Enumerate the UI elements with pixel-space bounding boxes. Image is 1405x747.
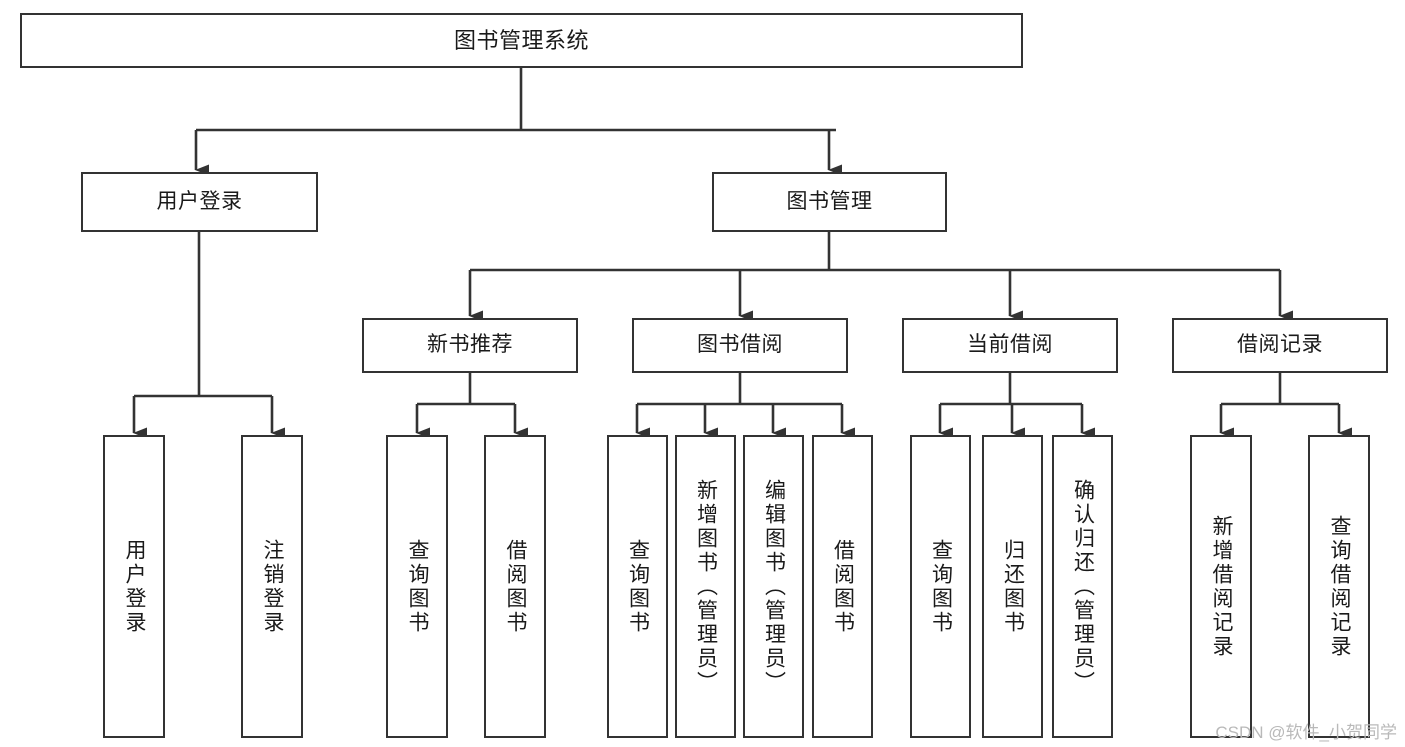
leaf-edit-book-admin-label: 编辑图书（管理员）: [762, 478, 786, 695]
leaf-return-book-label: 归还图书: [1001, 538, 1025, 635]
leaf-add-borrow-record-label: 新增借阅记录: [1210, 514, 1234, 659]
node-book-management-label: 图书管理: [786, 189, 873, 213]
node-root-label: 图书管理系统: [453, 27, 589, 53]
node-book-borrow-label: 图书借阅: [697, 333, 783, 357]
leaf-add-book-admin[interactable]: 新增图书（管理员）: [675, 435, 736, 738]
leaf-user-login[interactable]: 用户登录: [103, 435, 165, 738]
watermark-text: CSDN @软件_小贺同学: [1215, 723, 1397, 742]
node-current-borrow[interactable]: 当前借阅: [902, 318, 1118, 373]
leaf-add-borrow-record[interactable]: 新增借阅记录: [1190, 435, 1252, 738]
node-book-borrow[interactable]: 图书借阅: [632, 318, 848, 373]
leaf-query-book-current[interactable]: 查询图书: [910, 435, 971, 738]
leaf-borrow-book-recommend-label: 借阅图书: [504, 538, 528, 635]
leaf-query-book-recommend-label: 查询图书: [406, 538, 430, 635]
leaf-user-login-label: 用户登录: [123, 538, 147, 635]
leaf-confirm-return-admin-label: 确认归还（管理员）: [1071, 478, 1095, 695]
leaf-logout[interactable]: 注销登录: [241, 435, 303, 738]
leaf-lend-book[interactable]: 借阅图书: [812, 435, 873, 738]
node-new-book-recommend-label: 新书推荐: [427, 333, 513, 357]
leaf-add-book-admin-label: 新增图书（管理员）: [694, 478, 718, 695]
node-book-management[interactable]: 图书管理: [712, 172, 947, 232]
node-borrow-record[interactable]: 借阅记录: [1172, 318, 1388, 373]
leaf-lend-book-label: 借阅图书: [831, 538, 855, 635]
node-root-system[interactable]: 图书管理系统: [20, 13, 1023, 68]
node-new-book-recommend[interactable]: 新书推荐: [362, 318, 578, 373]
leaf-edit-book-admin[interactable]: 编辑图书（管理员）: [743, 435, 804, 738]
node-user-login[interactable]: 用户登录: [81, 172, 318, 232]
node-current-borrow-label: 当前借阅: [967, 333, 1053, 357]
leaf-query-book-borrow-label: 查询图书: [626, 538, 650, 635]
leaf-confirm-return-admin[interactable]: 确认归还（管理员）: [1052, 435, 1113, 738]
leaf-query-borrow-record[interactable]: 查询借阅记录: [1308, 435, 1370, 738]
leaf-logout-label: 注销登录: [261, 538, 285, 635]
leaf-borrow-book-recommend[interactable]: 借阅图书: [484, 435, 546, 738]
leaf-query-borrow-record-label: 查询借阅记录: [1328, 514, 1352, 659]
node-borrow-record-label: 借阅记录: [1237, 333, 1323, 357]
leaf-query-book-borrow[interactable]: 查询图书: [607, 435, 668, 738]
node-user-login-label: 用户登录: [156, 189, 243, 213]
leaf-query-book-recommend[interactable]: 查询图书: [386, 435, 448, 738]
leaf-query-book-current-label: 查询图书: [929, 538, 953, 635]
leaf-return-book[interactable]: 归还图书: [982, 435, 1043, 738]
